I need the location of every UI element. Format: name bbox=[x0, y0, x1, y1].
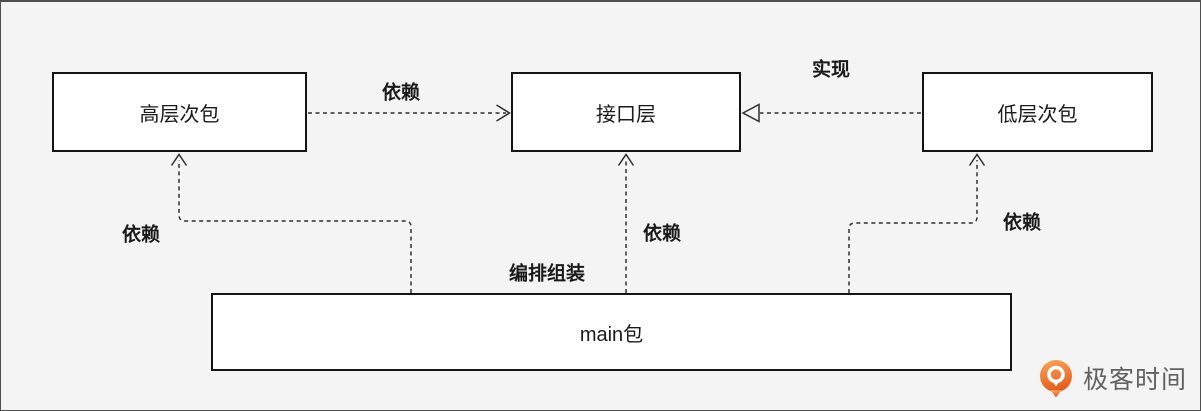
edge-label-dependency-middle: 依赖 bbox=[642, 223, 682, 245]
node-low-level-package: 低层次包 bbox=[922, 72, 1153, 152]
edge-label-dependency-top: 依赖 bbox=[381, 82, 421, 104]
arrowhead-hollow-triangle-left-icon bbox=[741, 103, 760, 123]
annotation-orchestration-assembly: 编排组装 bbox=[508, 263, 586, 285]
edge-dependency-main-to-low bbox=[848, 160, 978, 293]
node-label: 低层次包 bbox=[997, 103, 1078, 126]
arrowhead-open-up-icon bbox=[617, 153, 635, 166]
geektime-logo: 极客时间 bbox=[1038, 359, 1187, 401]
arrowhead-open-up-icon bbox=[170, 153, 188, 166]
node-main-package: main包 bbox=[211, 293, 1012, 371]
node-label: 高层次包 bbox=[139, 103, 220, 126]
node-interface-layer: 接口层 bbox=[511, 72, 741, 152]
geektime-logo-text: 极客时间 bbox=[1082, 365, 1187, 394]
geektime-logo-icon bbox=[1039, 360, 1072, 398]
node-label: 接口层 bbox=[596, 103, 656, 126]
edge-label-dependency-left: 依赖 bbox=[121, 224, 161, 246]
node-high-level-package: 高层次包 bbox=[52, 72, 307, 152]
node-label: main包 bbox=[579, 323, 644, 346]
arrowhead-open-right-icon bbox=[496, 104, 511, 122]
arrowhead-open-up-icon bbox=[968, 153, 986, 166]
edge-label-dependency-right: 依赖 bbox=[1002, 212, 1042, 234]
edge-dependency-main-to-high bbox=[178, 160, 412, 293]
edge-label-realization: 实现 bbox=[811, 59, 851, 81]
